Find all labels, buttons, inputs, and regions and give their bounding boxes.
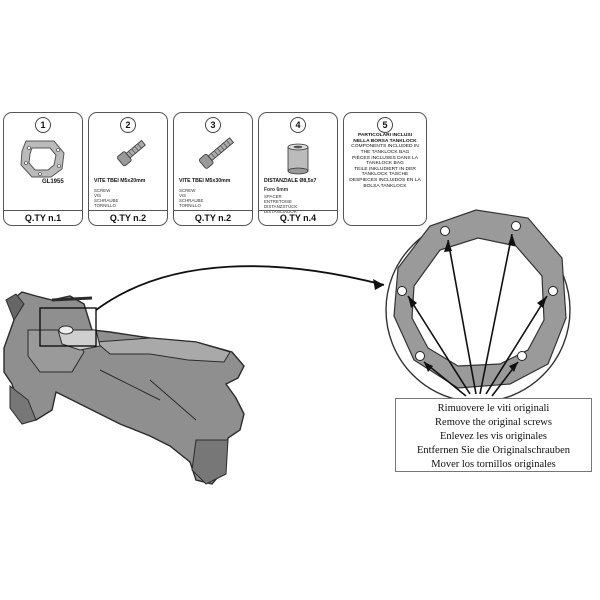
- part-description-line: VIS: [94, 193, 102, 199]
- part-title: VITE TBEI M5x30mm: [179, 178, 231, 184]
- part-description-line: BOLSA TANKLOCK: [363, 183, 407, 189]
- part-description-line: DESPIECES INCLUIDOS EN LA: [349, 178, 421, 184]
- part-descriptions: PARTICOLARI INCLUSI NELLA BORSA TANKLOCK…: [344, 133, 426, 189]
- pointer-arrows: [407, 233, 548, 397]
- part-card-3: 3 VITE TBEI M5x30mm SCREW VIS SCHRAUBE T…: [173, 112, 253, 226]
- part-description-line: COMPONENTS INCLUDED IN: [351, 144, 419, 150]
- instruction-label: Rimuovere le viti originali Remove the o…: [395, 398, 592, 472]
- screw-hole: [511, 221, 521, 231]
- part-descriptions: SCREW VIS SCHRAUBE TORNILLO: [94, 188, 118, 208]
- part-description-line: VIS: [179, 193, 187, 199]
- spacer-image: [259, 133, 337, 177]
- part-description-line: SPACER: [264, 193, 282, 199]
- screw-image: [89, 133, 167, 177]
- instruction-line: Mover los tornillos originales: [431, 459, 556, 470]
- part-description-line: SCREW: [179, 188, 196, 193]
- arrow-head: [373, 279, 384, 290]
- instruction-line: Entfernen Sie die Originalschrauben: [416, 445, 571, 456]
- part-quantity: Q.TY n.2: [174, 210, 252, 225]
- screw-hole: [397, 286, 407, 296]
- part-description-line: NELLA BORSA TANKLOCK: [353, 138, 417, 144]
- pointer-arrowheads: [408, 234, 547, 372]
- part-card-2: 2 VITE TBEI M5x20mm SCREW VIS SCHRAUBE T…: [88, 112, 168, 226]
- part-description-line: ENTRETOISE: [264, 198, 292, 204]
- motorcycle-illustration: [3, 291, 245, 485]
- instruction-line: Remove the original screws: [435, 417, 552, 428]
- part-title: DISTANZIALE Ø8,5x7: [264, 178, 317, 184]
- part-description-line: DISTANCIADOR: [264, 208, 297, 214]
- part-description-line: SCHRAUBE: [179, 198, 204, 204]
- part-description-line: THE TANKLOCK BAG: [360, 149, 410, 155]
- part-quantity: Q.TY n.1: [4, 210, 82, 225]
- part-title: VITE TBEI M5x20mm: [94, 178, 146, 184]
- part-description-line: SCREW: [94, 188, 111, 193]
- screw-hole: [548, 286, 558, 296]
- part-number: 5: [377, 117, 393, 133]
- part-description-line: SCHRAUBE: [94, 198, 119, 204]
- part-quantity: Q.TY n.4: [259, 210, 337, 225]
- tank-flange-detail: [393, 209, 567, 389]
- part-card-4: 4 DISTANZIALE Ø8,5x7 Foro 6mm SPACER ENT…: [258, 112, 338, 226]
- part-descriptions: SCREW VIS SCHRAUBE TORNILLO: [179, 188, 203, 208]
- screw-hole: [440, 226, 450, 236]
- part-code: GL1955: [42, 179, 64, 185]
- part-description-line: Foro 6mm: [264, 187, 289, 193]
- part-description-line: TEILE INKLUDIERT IN DER: [354, 166, 416, 172]
- instruction-line: Rimuovere le viti originali: [437, 403, 550, 414]
- part-number: 1: [35, 117, 51, 133]
- part-number: 2: [120, 117, 136, 133]
- part-description-line: TANKLOCK BAG: [366, 161, 404, 167]
- zoom-arrow: [95, 265, 385, 311]
- screw-hole: [517, 351, 527, 361]
- part-quantity: Q.TY n.2: [89, 210, 167, 225]
- instruction-line: Enlevez les vis originales: [439, 431, 547, 442]
- flange-ring-image: [4, 133, 82, 178]
- part-card-5: 5 PARTICOLARI INCLUSI NELLA BORSA TANKLO…: [343, 112, 427, 226]
- part-number: 3: [205, 117, 221, 133]
- part-number: 4: [290, 117, 306, 133]
- screw-image: [174, 133, 252, 177]
- part-card-1: 1 GL1955 Q.TY n.1: [3, 112, 83, 226]
- part-descriptions: Foro 6mm SPACER ENTRETOISE DISTANZSTÜCK …: [264, 187, 298, 214]
- part-description-line: PIÈCES INCLUSES DANS LA: [351, 155, 419, 161]
- part-description-line: DISTANZSTÜCK: [264, 203, 298, 209]
- part-description-line: TORNILLO: [94, 203, 116, 209]
- highlight-box: [39, 307, 97, 347]
- screw-hole: [415, 351, 425, 361]
- part-description-line: TANKLOCK TASCHE: [361, 172, 409, 178]
- part-description-line: TORNILLO: [179, 203, 201, 209]
- part-description-line: PARTICOLARI INCLUSI: [358, 133, 412, 138]
